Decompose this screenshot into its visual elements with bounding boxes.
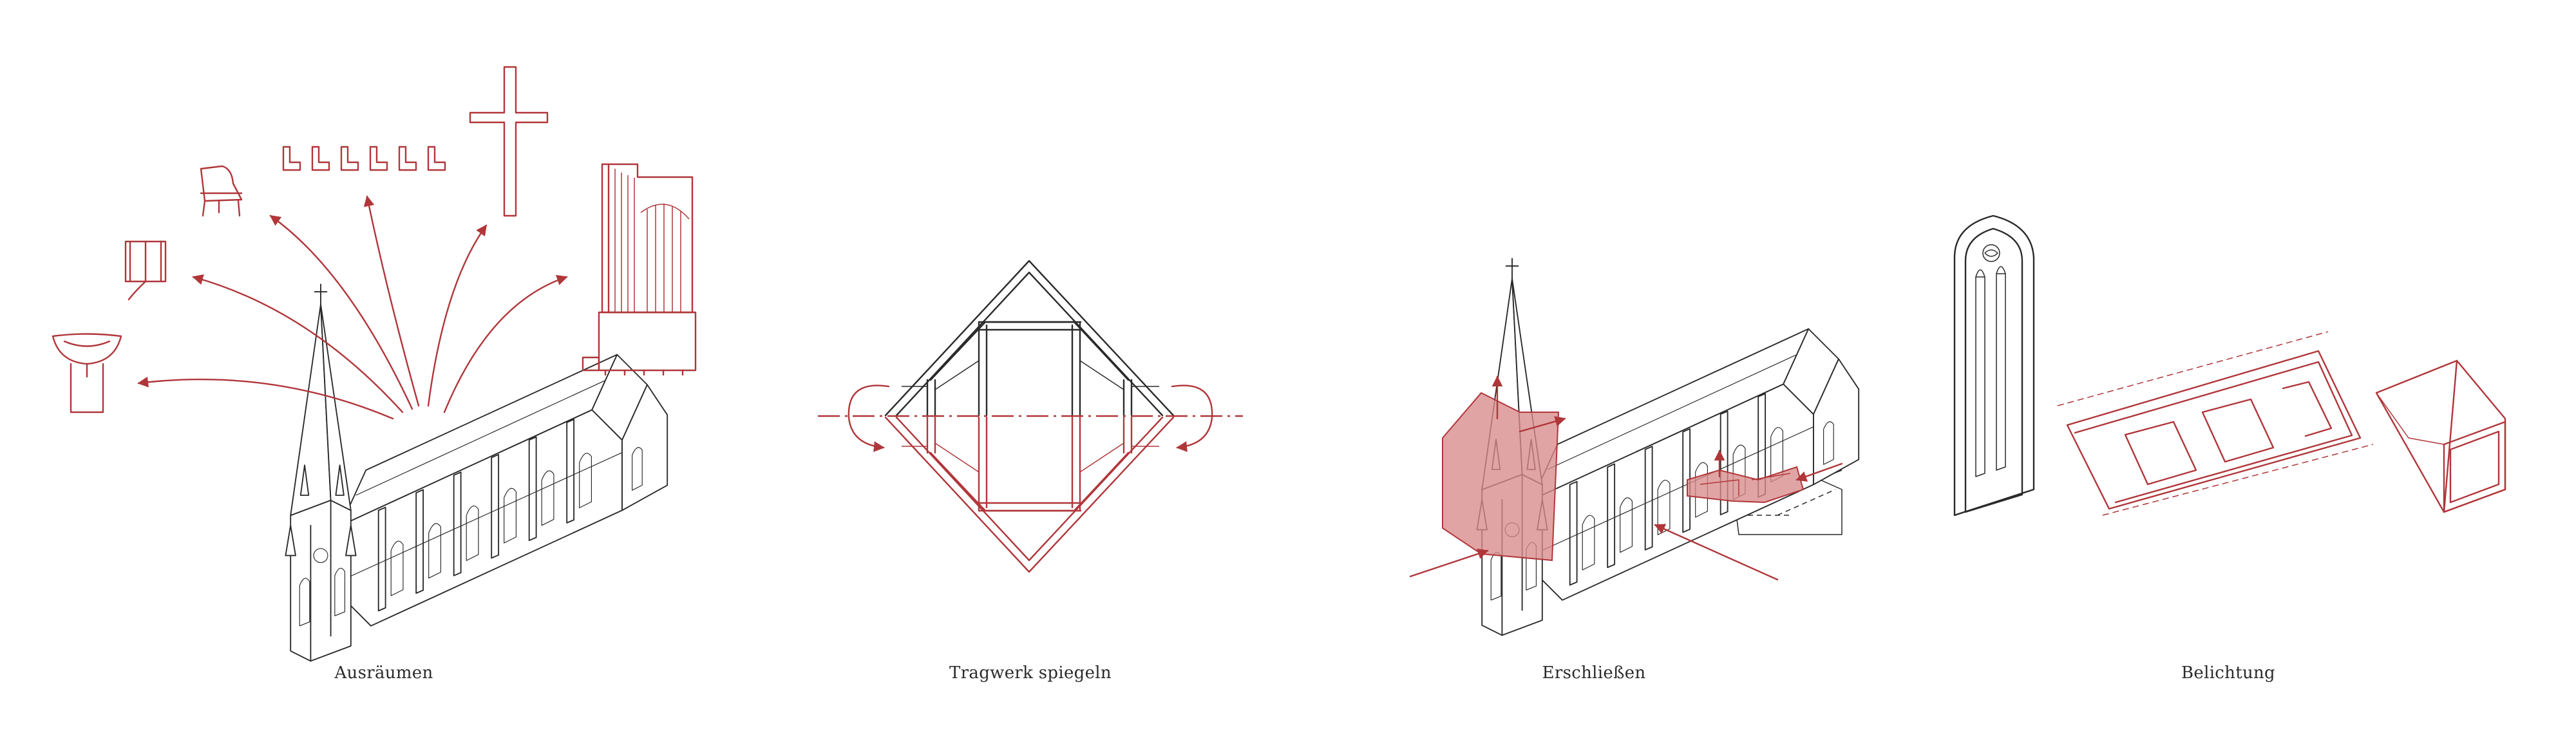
removal-arrows bbox=[137, 195, 568, 420]
caption-erschliessen: Erschließen bbox=[1542, 663, 1646, 683]
panel-erschliessen bbox=[1409, 258, 1860, 636]
skylight-box-icon bbox=[2375, 359, 2506, 513]
panel-belichtung bbox=[1953, 214, 2506, 517]
window-frame-icon bbox=[124, 240, 167, 301]
caption-tragwerk: Tragwerk spiegeln bbox=[949, 663, 1112, 683]
pipe-organ-icon bbox=[582, 163, 697, 376]
circulation-volume bbox=[1442, 392, 1804, 562]
access-arrows bbox=[1409, 375, 1843, 581]
cross-icon bbox=[469, 66, 549, 217]
panel-tragwerk bbox=[818, 260, 1243, 573]
panel-ausraeumen bbox=[52, 66, 697, 662]
rotation-arrows bbox=[848, 384, 1213, 452]
caption-belichtung: Belichtung bbox=[2181, 663, 2275, 683]
grand-piano-icon bbox=[200, 165, 243, 217]
mirrored-truss bbox=[884, 416, 1175, 573]
caption-ausraeumen: Ausräumen bbox=[334, 663, 433, 683]
roof-light-band-icon bbox=[2057, 331, 2374, 516]
church-pews-icon bbox=[282, 146, 446, 171]
baptismal-font-icon bbox=[52, 333, 122, 413]
gothic-window-icon bbox=[1953, 214, 2035, 517]
roof-truss-diamond bbox=[884, 260, 1175, 417]
church-isometric bbox=[285, 283, 668, 662]
